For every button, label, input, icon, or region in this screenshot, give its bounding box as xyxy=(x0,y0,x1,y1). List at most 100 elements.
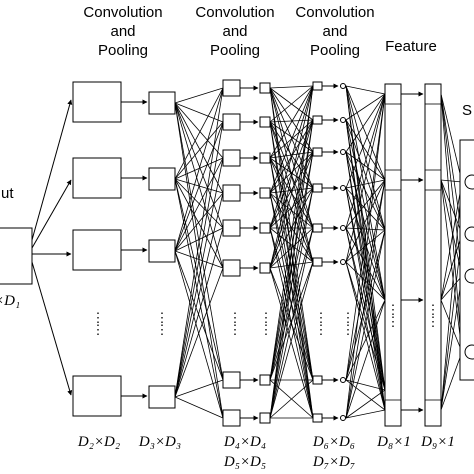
conv1-header-line1: Convolution xyxy=(83,4,162,21)
d7-feature-link xyxy=(345,93,386,419)
d3-map xyxy=(148,239,176,263)
d4-dimension-label: D₄×D₄ xyxy=(223,434,266,450)
d4-map xyxy=(222,259,241,277)
d9-feature-vector xyxy=(424,83,442,427)
d9-softmax-link xyxy=(440,275,463,411)
d5-d6-link xyxy=(269,227,314,419)
conv1-header-line3: Pooling xyxy=(98,42,148,59)
conv3-header-line1: Convolution xyxy=(295,4,374,21)
d5-d6-link xyxy=(269,119,314,419)
d5-d6-link xyxy=(269,192,314,419)
d9-softmax-link xyxy=(440,179,463,235)
d5-d6-link xyxy=(269,85,314,159)
d9-softmax-link xyxy=(440,233,463,411)
d7-feature-link xyxy=(345,389,386,419)
d6-map xyxy=(312,223,323,233)
d7-feature-link xyxy=(345,229,386,381)
softmax-node xyxy=(464,174,474,190)
d9-softmax-link xyxy=(440,181,463,411)
d9-softmax-link xyxy=(440,181,463,301)
d3-d4-link xyxy=(174,379,224,398)
d3-d4-link xyxy=(174,87,224,398)
d7-node xyxy=(340,149,346,155)
d3-map xyxy=(148,91,176,115)
d7-dimension-label: D₇×D₇ xyxy=(312,454,355,470)
d7-feature-link xyxy=(345,151,386,391)
d5-d6-link xyxy=(269,151,314,381)
ellipsis-d8: ⋮ xyxy=(387,302,400,317)
d5-d6-link xyxy=(269,119,314,269)
conv2-header-line3: Pooling xyxy=(210,42,260,59)
d7-node xyxy=(340,377,346,383)
d6-dimension-label: D₆×D₆ xyxy=(312,434,355,450)
d5-d6-link xyxy=(269,379,314,419)
d2-feature-maps xyxy=(72,81,122,417)
d3-d4-link xyxy=(174,102,224,123)
d7-feature-link xyxy=(345,151,386,231)
feature-header: Feature xyxy=(385,38,437,55)
d8-dimension-label: D₈×1 xyxy=(376,434,411,450)
input-arrows xyxy=(31,99,73,396)
d5-map xyxy=(259,412,271,424)
d2-map xyxy=(72,157,122,199)
d7-feature-link xyxy=(345,229,386,419)
d6-map xyxy=(312,413,323,423)
d6-map xyxy=(312,81,323,91)
conv1-header-line2: and xyxy=(110,23,135,40)
d3-d4-link xyxy=(174,102,224,194)
softmax-layer xyxy=(459,139,474,381)
d4-map xyxy=(222,113,241,131)
d3-d4-link xyxy=(174,87,224,104)
input-box xyxy=(0,227,33,285)
d2-dimension-label: D₂×D₂ xyxy=(77,434,120,450)
d4-feature-maps xyxy=(222,79,259,427)
d7-feature-link xyxy=(345,179,386,229)
d3-d4-link xyxy=(174,121,224,398)
d5-d6-link xyxy=(269,85,314,269)
d9-softmax-link xyxy=(440,233,463,301)
d7-feature-link xyxy=(345,119,386,181)
d5-map xyxy=(259,222,271,234)
d7-feature-link xyxy=(345,409,386,419)
ellipsis-d5: ⋮ xyxy=(260,310,273,325)
d5-d6-link xyxy=(269,85,314,194)
d3-d4-link xyxy=(174,121,224,252)
d7-node xyxy=(340,117,346,123)
d5-d6-link xyxy=(269,187,314,269)
ellipsis-d6-b: ⋮ xyxy=(315,322,328,337)
d9-dimension-label: D₉×1 xyxy=(420,434,455,450)
d2-map xyxy=(72,375,122,417)
d7-feature-link xyxy=(345,261,386,411)
softmax-node xyxy=(464,344,474,360)
ellipsis-d8-b: ⋮ xyxy=(387,314,400,329)
ellipsis-d9-b: ⋮ xyxy=(427,314,440,329)
d7-feature-link xyxy=(345,227,386,231)
ellipsis-d7: ⋮ xyxy=(342,310,355,325)
d5-feature-maps xyxy=(259,82,271,424)
d3-dimension-label: D₃×D₃ xyxy=(138,434,181,450)
input-header: ut xyxy=(1,185,14,202)
d7-feature-link xyxy=(345,261,386,391)
d7-feature-link xyxy=(345,229,386,263)
d5-d6-link xyxy=(269,85,314,229)
ellipsis-d7-b: ⋮ xyxy=(342,322,355,337)
d5-d6-link xyxy=(269,119,314,123)
d3-d4-link xyxy=(174,178,224,229)
d9-softmax-link xyxy=(440,275,463,301)
d3-feature-maps xyxy=(148,91,176,409)
d2-map xyxy=(72,81,122,123)
d9-softmax-link xyxy=(440,179,463,183)
d9-softmax-link xyxy=(440,299,463,353)
d2-d3-arrows xyxy=(121,99,148,399)
d3-d4-link xyxy=(174,178,224,269)
d7-node xyxy=(340,185,346,191)
d5-d6-link xyxy=(269,267,314,419)
d7-feature-link xyxy=(345,151,386,181)
d9-softmax-link xyxy=(440,93,463,277)
d7-feature-link xyxy=(345,119,386,301)
ellipsis-d5-b: ⋮ xyxy=(260,322,273,337)
d7-feature-link xyxy=(345,299,386,419)
d6-feature-maps xyxy=(312,81,339,423)
d5-d6-link xyxy=(269,85,314,89)
